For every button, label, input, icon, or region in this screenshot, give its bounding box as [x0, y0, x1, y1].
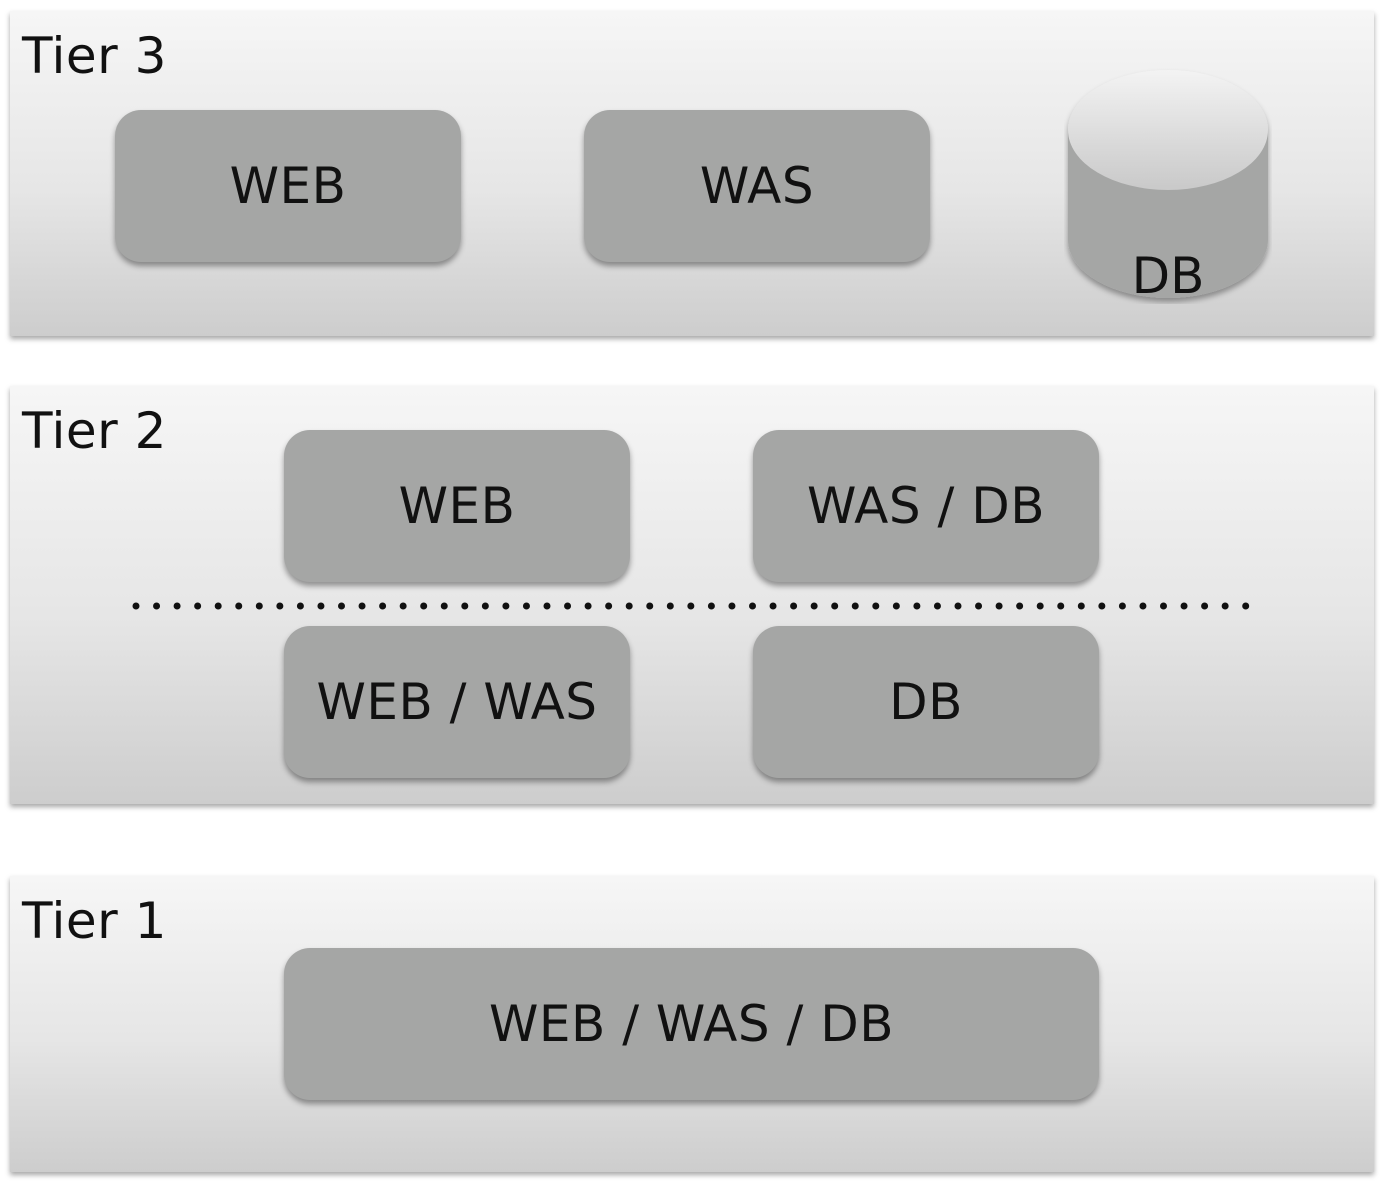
tier-2-db-box: DB	[753, 626, 1099, 778]
tier-1-title: Tier 1	[22, 892, 167, 950]
tier-2-title: Tier 2	[22, 402, 167, 460]
tier-3-db-label: DB	[1131, 247, 1205, 305]
tier-3-web-box: WEB	[115, 110, 461, 262]
tier-1-panel: Tier 1 WEB / WAS / DB	[10, 876, 1374, 1172]
db-cylinder-icon	[1068, 70, 1268, 298]
tier-3-was-box: WAS	[584, 110, 930, 262]
tier-2-was-db-box: WAS / DB	[753, 430, 1099, 582]
tier-3-panel: Tier 3 WEB WAS DB	[10, 11, 1374, 336]
tier-2-panel: Tier 2 WEB WAS / DB WEB / WAS DB	[10, 386, 1374, 804]
tier-2-web-box: WEB	[284, 430, 630, 582]
tier-3-db-cylinder: DB	[1064, 68, 1272, 304]
tier-2-web-was-box: WEB / WAS	[284, 626, 630, 778]
dotted-divider	[132, 602, 1268, 610]
tier-1-web-was-db-box: WEB / WAS / DB	[284, 948, 1099, 1100]
tier-3-title: Tier 3	[22, 27, 167, 85]
